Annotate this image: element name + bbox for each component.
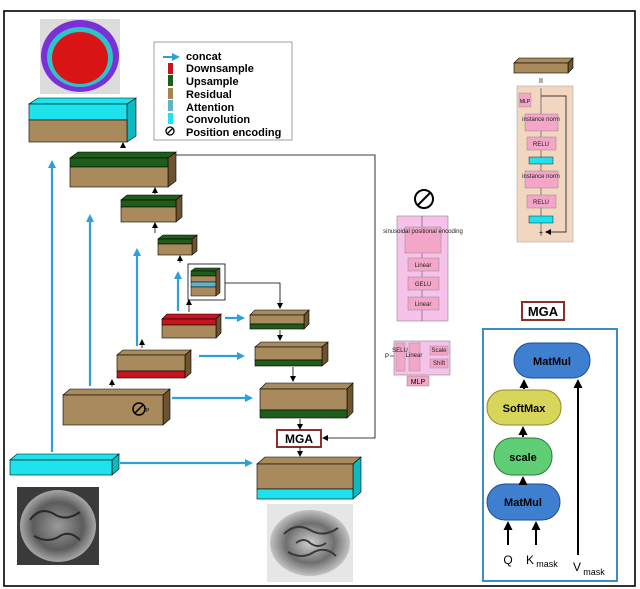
legend-label: Position encoding [186,127,281,139]
mlp-layer-label: Linear [406,353,423,359]
embed-layer [407,276,440,291]
mga-detail-panel: MGA MatMul SoftMax scale MatMul Q K [482,301,618,582]
embed-layer [407,257,440,272]
mlp-layer-label: instance norm [522,174,560,180]
v-input-label: V [573,560,581,574]
mga-panel-title: MGA [528,304,559,319]
figure-frame [3,10,636,587]
decoder-block-3 [157,234,198,256]
decoder-block-2 [120,194,183,223]
convolution-icon [168,113,173,124]
softmax-label: SoftMax [503,403,547,415]
mlp-layer-label: RELU [533,142,549,148]
mlp-layer-label: instance norm [522,117,560,123]
output-conv-block [28,97,137,143]
legend-label: Attention [186,102,235,114]
position-encoding-icon: P [132,402,150,416]
downsample-icon [168,63,173,74]
positional-embedding-panel: sinusoidal positional encoding Linear GE… [383,215,463,322]
mga-arrows [503,379,583,555]
legend-label: concat [186,51,222,63]
scale-label: scale [509,452,537,464]
mlp-layer-label: RELU [533,200,549,206]
right-block-2 [254,341,329,367]
position-encoding-icon [414,189,434,209]
mlp-layer-label: SELU [392,348,408,354]
mlp-output-shift: Shift [433,361,445,367]
q-input-label: Q [503,553,512,567]
parallel-symbol: II [539,78,543,85]
legend: concat Downsample Upsample Residual Atte… [153,41,293,141]
encoder-block-1: P [62,388,171,426]
softmax-node: SoftMax [486,389,562,426]
mlp-input-label: P [385,354,389,360]
attention-icon [168,100,173,111]
k-input-label: K [526,553,534,567]
mlp-output-scale: Scale [431,348,447,354]
upsample-icon [168,75,173,86]
mga-label: MGA [276,429,322,448]
legend-label: Downsample [186,63,254,75]
segmentation-output-image [40,19,120,94]
mga-label-text: MGA [285,432,313,446]
right-output-block [256,456,362,500]
matmul-top-node: MatMul [513,342,591,379]
embed-layer-label: Linear [415,263,432,269]
concat-arrows [48,160,253,467]
mlp-panel-title: MLP [520,99,531,105]
legend-label: Upsample [186,76,239,88]
matmul-top-label: MatMul [533,356,571,368]
legend-label: Convolution [186,114,250,126]
v-input-subscript: mask [583,567,605,577]
scale-shift-mlp-panel: P SELU Linear Scale Shift MLP [385,340,451,387]
bottleneck-attention-block [187,263,226,301]
k-input-subscript: mask [536,559,558,569]
right-block-1 [249,309,310,330]
input-conv-block [9,453,120,476]
embed-layer [404,226,442,254]
scale-node: scale [493,437,553,476]
embed-layer-label: Linear [415,302,432,308]
flow-arrows [109,142,376,457]
right-block-3 [259,382,354,419]
embed-layer [407,296,440,311]
sum-symbol: + [539,230,543,237]
embed-layer-label: sinusoidal positional encoding [383,229,463,235]
residual-icon [168,88,173,99]
guidance-mri-image [267,504,353,582]
encoder-block-2 [116,349,192,379]
position-encoding-icon [165,126,175,136]
svg-text:P: P [146,408,150,414]
unet-diagram: P MGA [9,97,376,582]
matmul-bottom-label: MatMul [504,497,542,509]
legend-label: Residual [186,89,232,101]
decoder-block-1 [69,151,177,188]
mlp-residual-panel: II MLP instance norm RELU instance norm … [513,57,574,243]
mlp-title: MLP [411,379,426,386]
encoder-block-3 [161,313,222,339]
embed-layer-label: GELU [415,282,431,288]
input-mri-image [17,487,99,565]
matmul-bottom-node: MatMul [486,483,561,521]
